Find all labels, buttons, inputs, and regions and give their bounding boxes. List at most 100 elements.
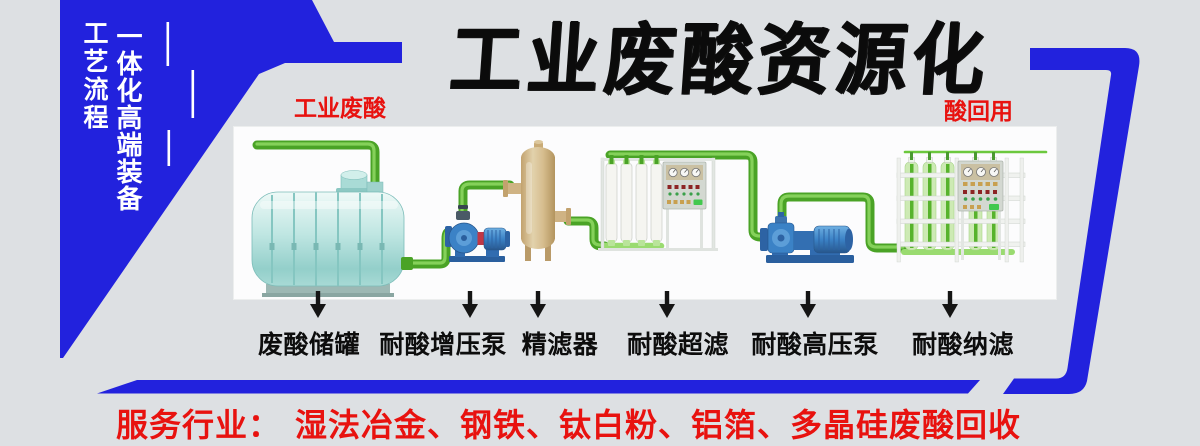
output-stream-label: 酸回用 xyxy=(944,98,1013,124)
pipe-pump-to-filter xyxy=(458,180,515,218)
page-title: 工业废酸资源化 xyxy=(446,12,993,105)
pipe-highlight-3 xyxy=(460,182,511,214)
pipe-highlight-1 xyxy=(255,142,376,186)
filter-leg-left xyxy=(525,235,531,261)
nf-indicator-row-red xyxy=(963,190,997,194)
pump1-valve-handle xyxy=(458,205,468,209)
pump1-coupling xyxy=(477,232,485,245)
service-industries-line: 服务行业： 湿法冶金、钢铁、钛白粉、铝箔、多晶硅废酸回收 xyxy=(116,400,1021,446)
uf-frame-foot-rail xyxy=(598,248,718,251)
uf-indicator-row-tan xyxy=(667,200,691,204)
arrow-booster-pump xyxy=(462,291,478,318)
poster: { "sidebar": { "vertical_title": "工艺流程",… xyxy=(60,0,1140,443)
nf-indicator-row-green xyxy=(963,197,998,201)
uf-frame-left-post xyxy=(600,157,605,251)
tank-base-plate xyxy=(262,293,394,297)
ultrafiltration-unit xyxy=(598,155,718,251)
pipe-highlight-6 xyxy=(779,194,905,249)
pipe-tank-to-booster-pump xyxy=(403,227,454,269)
nf-panel-leg-right xyxy=(998,211,1001,260)
pump2-motor-fins xyxy=(818,229,840,250)
pump1-base xyxy=(449,256,505,262)
pump1-foot-left xyxy=(455,250,465,257)
uf-indicator-row-green xyxy=(668,192,700,196)
nf-panel-leg-left xyxy=(961,211,964,260)
pump1-casing-hub xyxy=(461,235,467,241)
tank-ribs xyxy=(271,192,383,286)
uf-top-stubs xyxy=(609,155,659,164)
stage-label-high-pressure-pump: 耐酸高压泵 xyxy=(751,331,879,359)
pipe-highlight-4 xyxy=(566,218,606,247)
pump2-suction-flange xyxy=(760,228,768,251)
pump2-valve-cap xyxy=(778,212,784,217)
banner-dash-3 xyxy=(167,130,171,166)
stage-label-nanofiltration: 耐酸纳滤 xyxy=(911,331,1015,359)
arrow-high-pressure-pump xyxy=(800,291,816,318)
stage-label-fine-filter: 精滤器 xyxy=(521,331,599,359)
filter-highlight xyxy=(526,162,532,234)
pump2-bracket xyxy=(794,231,814,250)
tank-manhole-top xyxy=(340,170,368,180)
uf-membrane-tubes xyxy=(605,159,663,246)
pipe-highlight-5 xyxy=(608,152,764,238)
nanofiltration-unit xyxy=(896,152,1026,263)
uf-gauges xyxy=(668,167,701,178)
banner-vertical-title: 工艺流程 xyxy=(80,20,108,132)
uf-panel-leg-right xyxy=(700,208,703,249)
arrow-ultrafiltration xyxy=(659,291,675,318)
background-shapes xyxy=(60,0,1140,394)
banner-dash-1 xyxy=(166,22,170,66)
nf-indicator-row-tan2 xyxy=(963,205,981,209)
uf-panel-leg-left xyxy=(666,208,669,249)
tank-rib-clips xyxy=(269,243,385,250)
nf-membrane-tubes xyxy=(904,157,1001,251)
pump1-motor-fins xyxy=(487,230,501,248)
pump2-casing-hub xyxy=(777,234,785,242)
uf-indicator-row-red xyxy=(667,185,700,189)
arrow-storage-tank xyxy=(310,291,326,318)
tank-highlight xyxy=(260,201,398,209)
flow-arrows xyxy=(310,291,958,318)
filter-top-nub-cap xyxy=(534,140,543,144)
process-flow-diagram xyxy=(251,140,1048,318)
nf-green-button xyxy=(989,204,999,210)
pump1-valve xyxy=(456,211,470,220)
nf-indicator-row-tan xyxy=(963,182,998,186)
pipe-filter-to-uf xyxy=(563,216,610,251)
filter-leg-right xyxy=(545,235,551,261)
filter-right-flange xyxy=(566,208,571,225)
tank-inlet-stub xyxy=(366,181,384,193)
uf-green-button xyxy=(693,199,703,205)
filter-left-flange xyxy=(503,180,508,197)
stage-label-storage-tank: 废酸储罐 xyxy=(257,331,361,359)
stage-label-booster-pump: 耐酸增压泵 xyxy=(379,331,507,359)
acid-booster-pump xyxy=(445,205,510,262)
banner-dash-2 xyxy=(191,70,195,118)
pump1-motor xyxy=(483,227,507,251)
right-band-shape xyxy=(1003,48,1140,394)
tank-body xyxy=(251,191,405,287)
service-industries-list: 湿法冶金、钢铁、钛白粉、铝箔、多晶硅废酸回收 xyxy=(295,407,1022,443)
acid-high-pressure-pump xyxy=(760,212,854,263)
input-stream-label: 工业废酸 xyxy=(294,95,386,121)
waste-acid-storage-tank xyxy=(251,170,413,297)
nf-gauges xyxy=(963,167,999,177)
pump1-foot-right xyxy=(486,250,499,257)
nf-top-stubs xyxy=(910,152,995,160)
arrow-nanofiltration xyxy=(942,291,958,318)
tank-outlet-stub xyxy=(401,257,413,270)
pump2-motor-cap xyxy=(845,228,853,251)
uf-frame-right-post xyxy=(711,157,716,251)
arrow-fine-filter xyxy=(530,291,546,318)
banner-vertical-subtitle: 一体化高端装备 xyxy=(113,23,143,212)
fine-filter-vessel xyxy=(503,140,571,261)
service-industries-prefix: 服务行业： xyxy=(116,407,282,443)
left-banner-shape xyxy=(60,0,402,358)
nf-frame-posts xyxy=(896,157,1024,263)
filter-left-nozzle xyxy=(506,183,521,194)
filter-body xyxy=(521,157,555,239)
pump2-base xyxy=(766,255,854,263)
pump1-motor-cap xyxy=(505,231,510,247)
bottom-strip-shape xyxy=(97,380,980,394)
stage-label-ultrafiltration: 耐酸超滤 xyxy=(626,331,730,359)
